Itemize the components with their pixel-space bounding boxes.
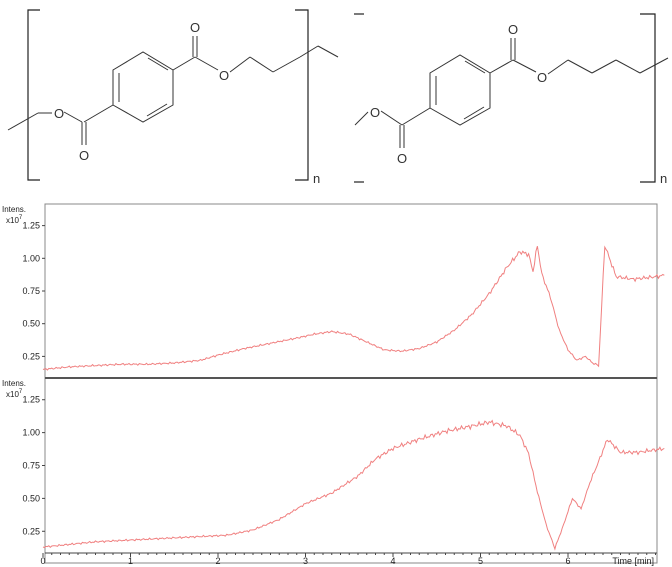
x-tick-label: 1 <box>128 556 133 566</box>
oxygen-atom: O <box>370 105 380 120</box>
repeat-subscript: n <box>660 171 667 186</box>
bracket-left-1 <box>27 9 40 181</box>
x-axis-label: Time [min] <box>612 556 654 566</box>
chart-frame <box>44 203 658 564</box>
oxygen-atom: O <box>79 148 89 163</box>
y-tick-label: 0.75 <box>22 461 40 471</box>
polymer-structure-1: O O O O n <box>7 9 339 186</box>
x-tick-label: 5 <box>478 556 483 566</box>
repeat-subscript: n <box>313 171 320 186</box>
y-axis-scale: x107 <box>6 215 23 225</box>
y-tick-label: 1.00 <box>22 428 40 438</box>
x-tick-label: 2 <box>215 556 220 566</box>
y-tick-label: 1.25 <box>22 221 40 231</box>
chromatogram-trace <box>42 245 665 371</box>
x-tick-label: 3 <box>303 556 308 566</box>
y-tick-label: 1.00 <box>22 253 40 263</box>
oxygen-atom: O <box>508 22 518 37</box>
y-axis-scale-exponent: 7 <box>19 215 23 221</box>
oxygen-atom: O <box>54 106 64 121</box>
chromatogram-panel-bottom: Intens.x107 0.25 0.50 0.75 1.00 1.25 0 1 2 3 4 5 6 Ti… <box>2 379 665 566</box>
x-tick-label: 4 <box>390 556 395 566</box>
oxygen-atom: O <box>397 151 407 166</box>
y-tick-label: 0.75 <box>22 286 40 296</box>
y-tick-label: 0.25 <box>22 351 40 361</box>
x-tick-label: 0 <box>40 556 45 566</box>
chromatogram-panel-top: Intens.x107 0.25 0.50 0.75 1.00 1.25 <box>2 205 665 371</box>
y-axis-label: Intens. <box>2 205 26 214</box>
y-axis-scale-exponent: 7 <box>19 389 23 395</box>
y-tick-label: 0.25 <box>22 526 40 536</box>
y-tick-label: 0.50 <box>22 493 40 503</box>
y-axis-scale: x107 <box>6 389 23 399</box>
oxygen-atom: O <box>219 68 229 83</box>
bracket-right-2 <box>640 13 656 183</box>
bracket-right-1 <box>295 9 309 181</box>
chromatogram-trace <box>42 419 665 551</box>
y-tick-label: 0.50 <box>22 319 40 329</box>
x-tick-label: 6 <box>565 556 570 566</box>
y-tick-label: 1.25 <box>22 395 40 405</box>
oxygen-atom: O <box>537 70 547 85</box>
y-axis-label: Intens. <box>2 379 26 388</box>
polymer-structure-2: O O O O n <box>354 13 669 186</box>
oxygen-atom: O <box>190 20 200 35</box>
